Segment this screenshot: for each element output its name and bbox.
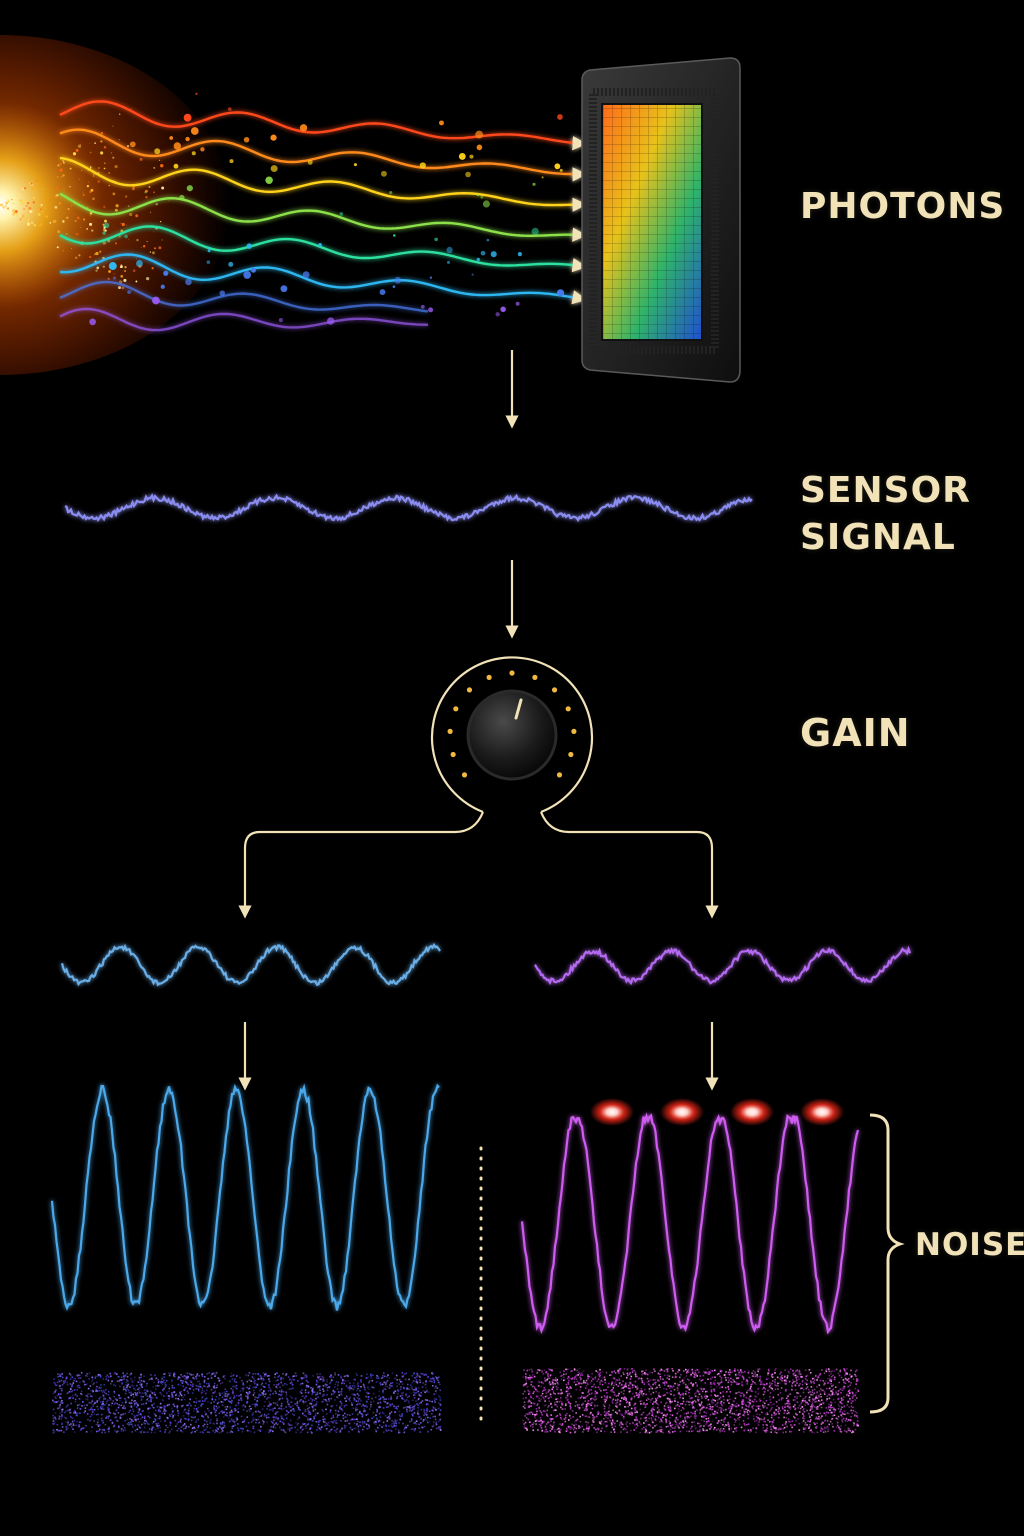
- light-source-icon: [0, 35, 230, 375]
- noise-band-left: [52, 1372, 442, 1434]
- source-speckles: [0, 108, 170, 292]
- sensor-signal-wave: [64, 493, 753, 523]
- gain-knob-icon: [430, 656, 594, 814]
- photon-rays: [59, 100, 587, 332]
- image-sensor-icon: [581, 57, 741, 383]
- arrow-gain-left-branch: [238, 811, 485, 919]
- label-noise: NOISE: [915, 1227, 1024, 1263]
- flow-arrows: [238, 350, 719, 1091]
- label-gain: GAIN: [800, 711, 911, 755]
- left-low-gain-wave: [60, 942, 441, 987]
- noise-brace: [869, 1113, 905, 1414]
- label-sensor-signal-line1: SENSOR: [800, 470, 971, 511]
- arrow-gain-right-branch: [539, 811, 719, 919]
- label-sensor-signal-line2: SIGNAL: [800, 517, 956, 558]
- noise-band-right: [522, 1368, 860, 1434]
- clipping-highlights: [590, 1098, 844, 1126]
- photon-dots: [89, 92, 565, 326]
- right-amplified-wave: [520, 1112, 860, 1335]
- left-amplified-wave: [50, 1083, 440, 1311]
- label-photons: PHOTONS: [800, 186, 1006, 227]
- right-low-gain-wave: [534, 945, 912, 986]
